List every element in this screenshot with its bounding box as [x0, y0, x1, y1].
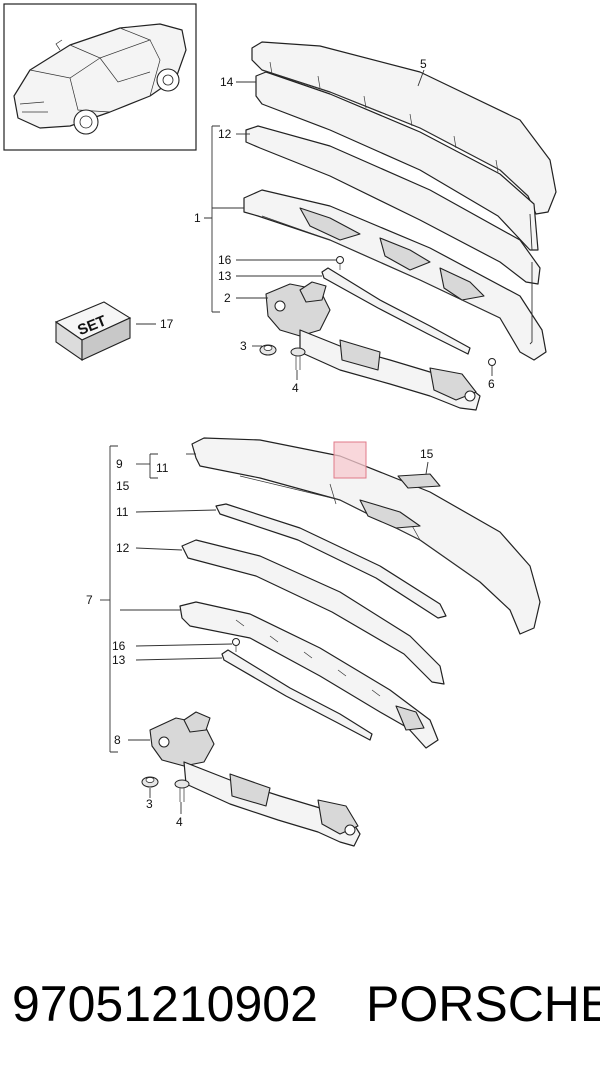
footer: 97051210902 PORSCHE [0, 975, 600, 1055]
strip-part [215, 503, 447, 619]
spoiler-upper-part-bottom [181, 539, 445, 685]
top-assembly: 14 5 12 1 16 13 2 17 3 4 6 [136, 41, 557, 411]
callout-14: 14 [220, 75, 234, 89]
callout-7: 7 [86, 593, 93, 607]
callout-2: 2 [224, 291, 231, 305]
callout-13: 13 [218, 269, 232, 283]
highlight-region [333, 441, 367, 479]
callout-12-bottom: 12 [116, 541, 130, 555]
callout-1: 1 [194, 211, 201, 225]
trim-strip-part [255, 71, 539, 251]
bolt-part-top [290, 347, 306, 370]
callout-11: 11 [116, 505, 129, 519]
seal-strip-part [321, 267, 471, 355]
callout-8: 8 [114, 733, 121, 747]
callout-16-bottom: 16 [112, 639, 126, 653]
callout-16: 16 [218, 253, 232, 267]
lift-mechanism-bottom [149, 711, 361, 847]
set-box: SET [54, 301, 132, 362]
bottom-assembly: 9 11 15 15 11 12 7 16 13 8 3 4 [86, 437, 541, 847]
callout-17: 17 [160, 317, 174, 331]
brand-name: PORSCHE [366, 976, 600, 1032]
bushing-part-bottom [141, 776, 159, 788]
lift-mechanism-top [265, 281, 481, 411]
wing-body-part [243, 189, 547, 361]
callout-13-bottom: 13 [112, 653, 126, 667]
callout-3-bottom: 3 [146, 797, 153, 811]
pad-part [397, 473, 441, 489]
pin-part-top [336, 256, 344, 270]
callout-4: 4 [292, 381, 299, 395]
callout-15-group: 15 [116, 479, 130, 493]
pin-part-bottom [232, 638, 240, 652]
car-thumbnail [3, 3, 197, 151]
callout-5: 5 [420, 57, 427, 71]
bolt-part-bottom [174, 779, 190, 802]
callout-4-bottom: 4 [176, 815, 183, 829]
callout-15: 15 [420, 447, 434, 461]
bushing-part-top [259, 344, 277, 356]
callout-3: 3 [240, 339, 247, 353]
part-number: 97051210902 [12, 976, 318, 1032]
screw-part-top [488, 358, 496, 366]
seal-strip-part-bottom [221, 649, 373, 741]
callout-12: 12 [218, 127, 232, 141]
callout-11-group: 11 [156, 461, 169, 475]
spoiler-base-part [179, 601, 439, 749]
callout-9: 9 [116, 457, 123, 471]
callout-6: 6 [488, 377, 495, 391]
parts-diagram: 14 5 12 1 16 13 2 17 3 4 6 SET [3, 3, 557, 847]
